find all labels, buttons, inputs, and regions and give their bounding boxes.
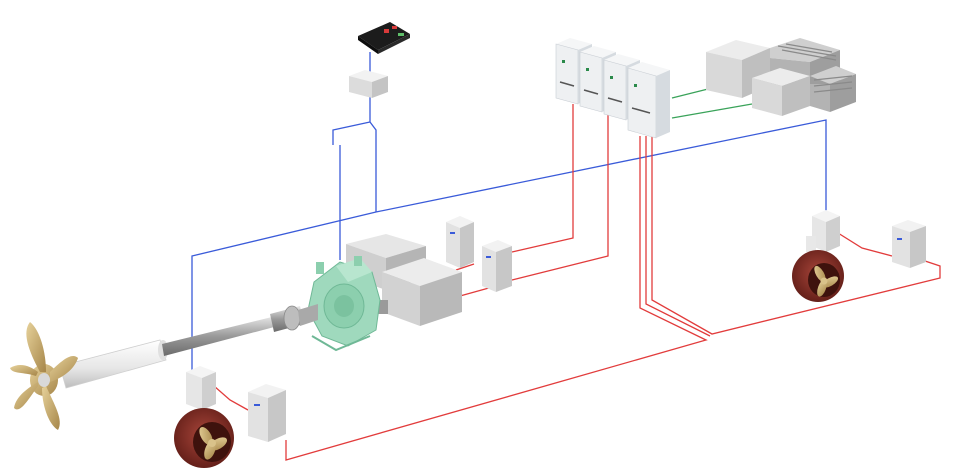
power-line-switchboard-to-drive-2 bbox=[511, 112, 609, 281]
thruster-icon bbox=[174, 366, 234, 468]
thruster-icon bbox=[792, 210, 844, 302]
power-line-bow-cabinet-to-thruster bbox=[829, 227, 893, 257]
control-line-to-bow bbox=[375, 119, 827, 213]
power-line-stern-cabinet-to-thruster bbox=[213, 385, 249, 411]
drive-cabinet-icon bbox=[892, 220, 926, 268]
power-line-drive-to-motor-1 bbox=[455, 263, 475, 271]
power-line-switchboard-to-stern bbox=[285, 136, 708, 461]
power-line-switchboard-to-bow bbox=[651, 136, 941, 335]
drive-cabinet-icon bbox=[446, 216, 512, 292]
shaft-icon bbox=[59, 304, 318, 389]
power-line-switchboard-to-drive-1 bbox=[511, 104, 574, 253]
power-line-switchboard-to-stern-b bbox=[645, 136, 711, 337]
control-line-main-trunk bbox=[191, 211, 377, 372]
junction-box-icon bbox=[349, 70, 388, 98]
drive-cabinet-icon bbox=[248, 384, 286, 442]
control-lines bbox=[191, 52, 827, 372]
propeller-icon bbox=[10, 322, 78, 430]
gearbox-icon bbox=[307, 256, 381, 352]
control-panel-icon bbox=[358, 22, 410, 54]
power-lines bbox=[213, 104, 941, 461]
switchboard-icon bbox=[555, 38, 670, 139]
control-line-junction-down bbox=[332, 96, 377, 212]
generator-icon bbox=[706, 38, 856, 116]
